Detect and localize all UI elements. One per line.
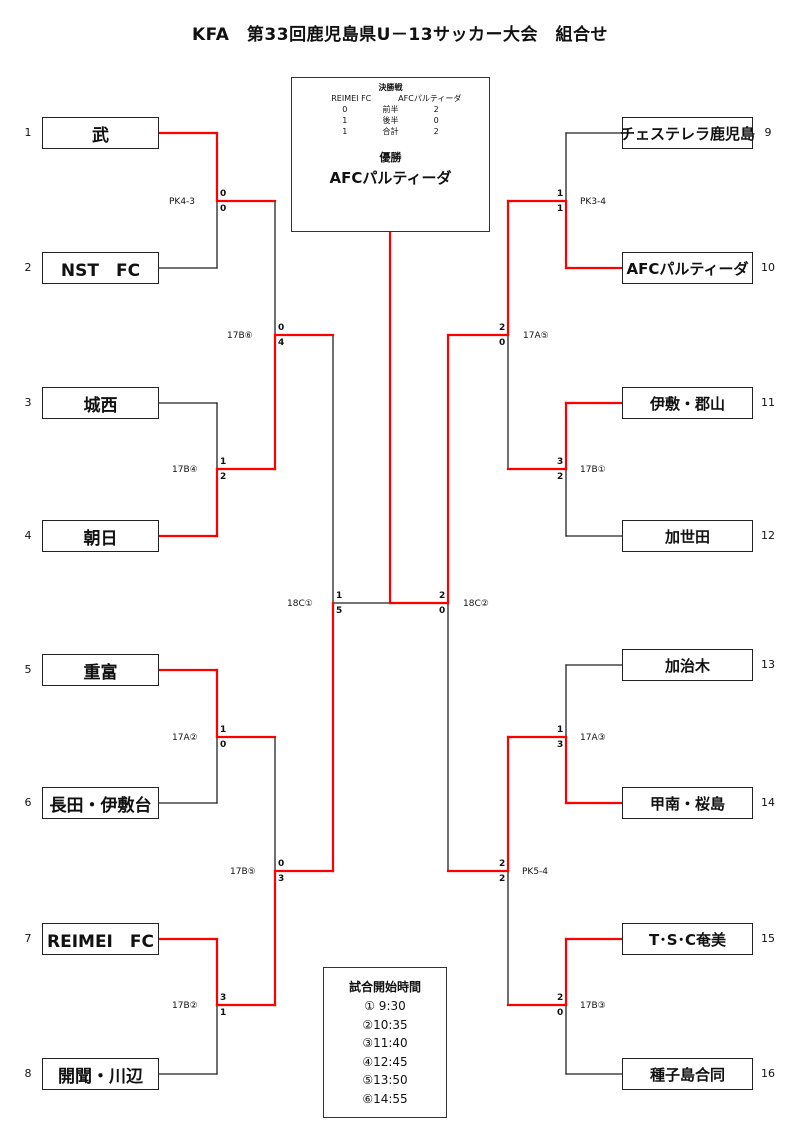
- score-bottom: 3: [278, 874, 285, 884]
- team-box: 重富: [42, 654, 159, 686]
- seed-number: 2: [24, 261, 32, 274]
- team-box: REIMEI FC: [42, 923, 159, 955]
- seed-number: 10: [761, 261, 775, 274]
- team-box: NST FC: [42, 252, 159, 284]
- match-note: 17A⑤: [523, 331, 549, 341]
- score-top: 0: [278, 859, 285, 869]
- score-top: 2: [439, 591, 446, 601]
- match-note: 17A②: [172, 733, 198, 743]
- schedule-time: ②10:35: [362, 1017, 408, 1032]
- team-box: 甲南・桜島: [622, 787, 753, 819]
- score-bottom: 5: [336, 606, 343, 616]
- champion-label: 優勝: [379, 151, 402, 164]
- final-heading: 決勝戦: [378, 83, 403, 92]
- score-top: 1: [220, 457, 227, 467]
- final-score-left: 1: [342, 116, 348, 125]
- seed-number: 4: [24, 529, 32, 542]
- final-score-right: 0: [433, 116, 439, 125]
- score-top: 2: [499, 323, 506, 333]
- score-bottom: 3: [557, 740, 564, 750]
- final-score-left: 0: [342, 105, 348, 114]
- score-bottom: 0: [220, 204, 227, 214]
- schedule-time: ④12:45: [362, 1054, 408, 1069]
- score-bottom: 2: [557, 472, 564, 482]
- seed-number: 11: [761, 396, 775, 409]
- score-top: 1: [220, 725, 227, 735]
- team-box: 伊敷・郡山: [622, 387, 753, 419]
- match-note: PK3-4: [580, 197, 607, 207]
- final-period-label: 合計: [382, 127, 399, 136]
- match-note: 17B①: [580, 465, 606, 475]
- final-period-label: 前半: [382, 105, 399, 114]
- score-bottom: 1: [557, 204, 564, 214]
- seed-number: 14: [761, 796, 775, 809]
- seed-number: 7: [24, 932, 32, 945]
- match-note: 17B④: [172, 465, 198, 475]
- seed-number: 15: [761, 932, 775, 945]
- score-top: 0: [278, 323, 285, 333]
- match-note: 17B②: [172, 1001, 198, 1011]
- score-top: 0: [220, 189, 227, 199]
- final-team-right: AFCパルティーダ: [398, 94, 462, 103]
- seed-number: 5: [24, 663, 32, 676]
- final-result-box: 決勝戦 REIMEI FC AFCパルティーダ 0 前半 2 1 後半 0 1 合計 2 優…: [291, 77, 490, 232]
- score-top: 3: [220, 993, 227, 1003]
- score-top: 1: [336, 591, 343, 601]
- seed-number: 12: [761, 529, 775, 542]
- schedule-time: ⑥14:55: [362, 1091, 408, 1106]
- seed-number: 1: [24, 126, 32, 139]
- team-box: 長田・伊敷台: [42, 787, 159, 819]
- score-top: 2: [557, 993, 564, 1003]
- schedule-time: ③11:40: [362, 1036, 408, 1050]
- team-box: 種子島合同: [622, 1058, 753, 1090]
- score-top: 3: [557, 457, 564, 467]
- schedule-heading: 試合開始時間: [348, 980, 421, 994]
- seed-number: 8: [24, 1067, 32, 1080]
- seed-number: 16: [761, 1067, 775, 1080]
- team-box: 加世田: [622, 520, 753, 552]
- team-box: AFCパルティーダ: [622, 252, 753, 284]
- final-score-right: 2: [433, 127, 439, 136]
- match-note: 17A③: [580, 733, 606, 743]
- team-box: 武: [42, 117, 159, 149]
- score-top: 1: [557, 189, 564, 199]
- score-top: 1: [557, 725, 564, 735]
- seed-number: 6: [24, 796, 32, 809]
- score-bottom: 1: [220, 1008, 227, 1018]
- match-note: 17B⑤: [230, 867, 256, 877]
- champion-name: AFCパルティーダ: [329, 169, 452, 187]
- schedule-time: ⑤13:50: [362, 1073, 408, 1087]
- score-bottom: 2: [220, 472, 227, 482]
- score-top: 2: [499, 859, 506, 869]
- final-team-left: REIMEI FC: [331, 94, 372, 103]
- seed-number: 13: [761, 658, 775, 671]
- page-title: KFA 第33回鹿児島県U－13サッカー大会 組合せ: [191, 25, 609, 45]
- team-box: 加治木: [622, 649, 753, 681]
- final-period-label: 後半: [382, 116, 399, 125]
- score-bottom: 0: [499, 338, 506, 348]
- score-bottom: 0: [557, 1008, 564, 1018]
- score-bottom: 2: [499, 874, 506, 884]
- team-box: 開聞・川辺: [42, 1058, 159, 1090]
- match-note: 18C②: [463, 599, 489, 609]
- score-bottom: 0: [439, 606, 446, 616]
- score-bottom: 0: [220, 740, 227, 750]
- final-score-left: 1: [342, 127, 348, 136]
- match-note: 17B③: [580, 1001, 606, 1011]
- team-box: 朝日: [42, 520, 159, 552]
- team-box: チェステレラ鹿児島: [620, 117, 755, 149]
- match-note: 18C①: [287, 599, 313, 609]
- schedule-box: 試合開始時間 ① 9:30 ②10:35 ③11:40 ④12:45 ⑤13:5…: [323, 967, 447, 1118]
- team-box: 城西: [42, 387, 159, 419]
- final-score-right: 2: [433, 105, 439, 114]
- schedule-time: ① 9:30: [364, 999, 406, 1013]
- match-note: 17B⑥: [227, 331, 253, 341]
- team-box: T･S･C奄美: [622, 923, 753, 955]
- seed-number: 9: [764, 126, 772, 139]
- seed-number: 3: [24, 396, 32, 409]
- match-note: PK5-4: [522, 867, 549, 877]
- score-bottom: 4: [278, 338, 285, 348]
- match-note: PK4-3: [169, 197, 196, 207]
